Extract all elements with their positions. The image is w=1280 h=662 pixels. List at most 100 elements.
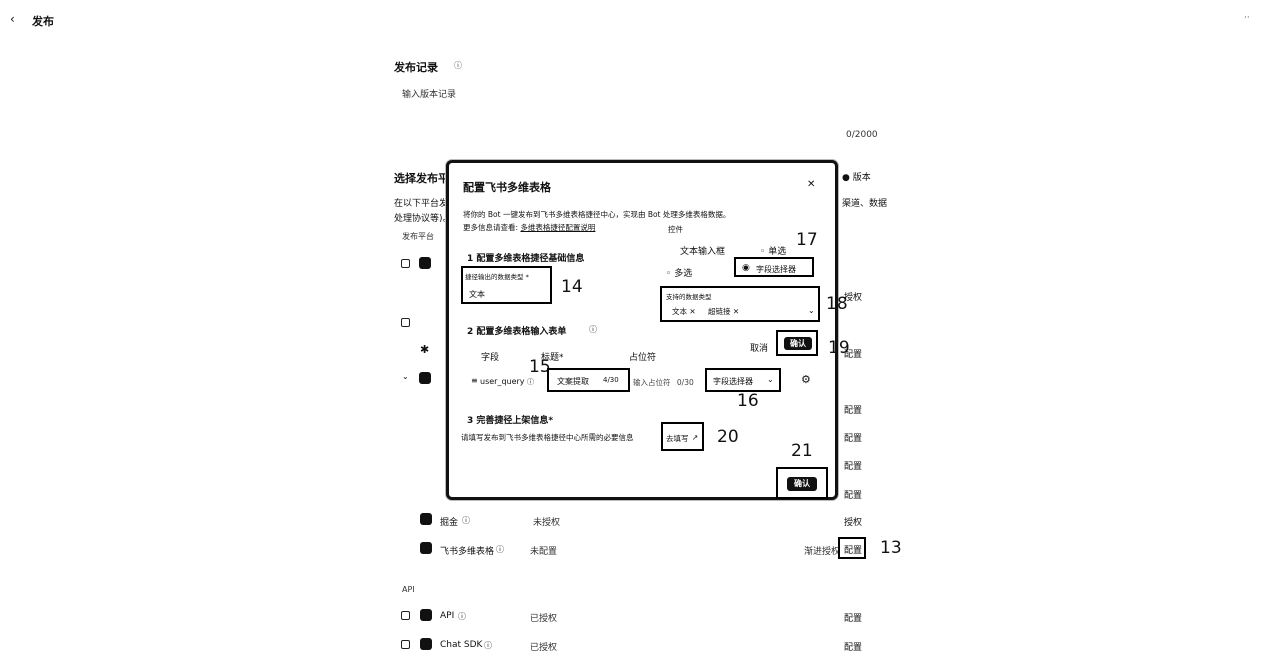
api-status: 已授权 (530, 614, 558, 624)
api-icon (420, 609, 432, 621)
action-link[interactable]: 授权 (844, 293, 863, 303)
field-selector-dropdown[interactable]: 字段选择器 ⌄ (705, 368, 781, 392)
platform-icon: ✱ (420, 343, 430, 356)
option-multi-select[interactable]: ◦ 多选 (666, 266, 692, 279)
platform-icon (419, 257, 431, 269)
title-input[interactable]: 文案提取 4/30 (547, 368, 630, 392)
modal-description: 将你的 Bot 一键发布到飞书多维表格捷径中心，实现由 Bot 处理多维表格数据… (463, 210, 731, 219)
placeholder-input-value: 输入占位符 (633, 378, 671, 387)
confirm-button-wrapper[interactable]: 确认 (776, 467, 828, 499)
version-record-input[interactable]: 输入版本记录 (402, 87, 842, 127)
chevron-down-icon: ⌄ (808, 306, 815, 315)
chat-sdk-icon (420, 638, 432, 650)
configure-button[interactable]: 配置 (838, 537, 866, 559)
chatsdk-status: 已授权 (530, 643, 558, 653)
version-record-placeholder: 输入版本记录 (402, 90, 457, 100)
action-link[interactable]: 配置 (844, 491, 863, 501)
platform-checkbox[interactable] (401, 259, 410, 268)
info-icon: ⓘ (496, 545, 504, 554)
page-title: 发布 (32, 15, 54, 28)
option-single-select[interactable]: ◦ 单选 (760, 244, 786, 257)
drag-handle-icon[interactable]: ≡ (471, 376, 478, 385)
callout-16: 16 (737, 391, 759, 411)
api-checkbox[interactable] (401, 611, 410, 620)
authorize-link[interactable]: 授权 (844, 518, 863, 528)
feishu-bitable-icon (420, 542, 432, 554)
step-3-description: 请填写发布到飞书多维表格捷径中心所需的必要信息 (461, 433, 634, 442)
platform-status: 未配置 (530, 547, 558, 557)
more-icon[interactable]: ·· (1244, 13, 1250, 23)
popover-header: 控件 (668, 225, 683, 234)
popover-confirm-button[interactable]: 确认 (784, 337, 812, 350)
info-icon: ⓘ (484, 641, 492, 650)
option-text-input[interactable]: 文本输入框 (680, 247, 726, 257)
api-configure-link[interactable]: 配置 (844, 614, 863, 624)
platform-checkbox[interactable] (401, 318, 410, 327)
output-type-value: 文本 (469, 290, 485, 299)
close-icon[interactable]: ✕ (807, 179, 816, 190)
feishu-bitable-config-modal: 配置飞书多维表格 ✕ 将你的 Bot 一键发布到飞书多维表格捷径中心，实现由 B… (446, 160, 838, 500)
tag-text: 文本 (672, 307, 687, 316)
platform-label: 掘金 (440, 518, 459, 528)
settings-icon[interactable]: ⚙ (801, 373, 811, 386)
chatsdk-configure-link[interactable]: 配置 (844, 643, 863, 653)
step-2-title: 2 配置多维表格输入表单 (467, 327, 567, 337)
info-icon: ⓘ (527, 378, 534, 386)
action-link[interactable]: 配置 (844, 462, 863, 472)
api-section-title: API (402, 585, 415, 594)
info-icon: ⓘ (462, 516, 470, 525)
callout-17: 17 (796, 230, 818, 250)
col-title-header: 标题* (541, 353, 564, 363)
external-link-icon: ↗ (692, 433, 699, 442)
chevron-down-icon[interactable]: ⌄ (402, 372, 409, 381)
title-input-count: 4/30 (603, 376, 619, 384)
field-selector-popover: 控件 文本输入框 ◦ 单选 17 ◦ 多选 ◉ 字段选择器 支持的数据类型 文本… (656, 222, 856, 362)
type-tag: 超链接 ✕ (708, 306, 739, 317)
platform-desc: 在以下平台发 (394, 199, 449, 209)
option-multi-label: 多选 (674, 269, 693, 279)
info-icon: ⓘ (589, 325, 597, 334)
action-link[interactable]: 配置 (844, 434, 863, 444)
platform-section-title: 选择发布平 (394, 172, 449, 185)
popover-cancel-button[interactable]: 取消 (750, 344, 769, 354)
step-1-title: 1 配置多维表格捷径基础信息 (467, 254, 585, 264)
modal-confirm-button[interactable]: 确认 (787, 477, 817, 491)
version-note-text: 版本 (852, 173, 871, 183)
option-field-label: 字段选择器 (756, 265, 796, 274)
juejin-icon (420, 513, 432, 525)
chatsdk-label: Chat SDK (440, 640, 483, 650)
remove-tag-icon[interactable]: ✕ (732, 307, 740, 316)
remove-tag-icon[interactable]: ✕ (689, 307, 696, 316)
action-link[interactable]: 配置 (844, 350, 863, 360)
supported-types-select[interactable]: 支持的数据类型 文本 ✕ 超链接 ✕ ⌄ (660, 286, 820, 322)
callout-21: 21 (791, 441, 813, 461)
platform-status: 未授权 (533, 518, 561, 528)
step-3-title: 3 完善捷径上架信息* (467, 416, 554, 426)
api-label: API (440, 611, 455, 621)
platform-label: 飞书多维表格 (440, 547, 495, 557)
placeholder-input[interactable]: 输入占位符 0/30 (633, 377, 694, 388)
platform-icon (419, 372, 431, 384)
config-guide-link[interactable]: 多维表格捷径配置说明 (520, 223, 596, 232)
type-tag: 文本 ✕ (672, 306, 696, 317)
title-input-value: 文案提取 (557, 377, 589, 386)
option-field-selector[interactable]: ◉ 字段选择器 (734, 257, 814, 277)
info-icon: ⓘ (454, 61, 462, 70)
chatsdk-checkbox[interactable] (401, 640, 410, 649)
fill-in-button[interactable]: 去填写 ↗ (661, 422, 704, 451)
chevron-down-icon: ⌄ (767, 375, 774, 384)
callout-20: 20 (717, 427, 739, 447)
modal-title: 配置飞书多维表格 (463, 181, 551, 194)
radio-icon: ◦ (666, 269, 672, 279)
platform-desc-right: 渠道、数据 (842, 199, 888, 209)
callout-14: 14 (561, 277, 583, 297)
back-icon[interactable]: ‹ (10, 12, 15, 26)
more-info-prefix: 更多信息请查看: (463, 223, 519, 232)
callout-15: 15 (529, 357, 551, 377)
supported-types-label: 支持的数据类型 (666, 293, 712, 301)
field-selector-label: 字段选择器 (713, 377, 753, 386)
popover-confirm-wrapper[interactable]: 确认 (776, 330, 818, 356)
callout-19: 19 (828, 338, 850, 358)
action-link[interactable]: 配置 (844, 406, 863, 416)
output-type-field[interactable]: 捷径输出的数据类型 * 文本 (461, 266, 552, 304)
